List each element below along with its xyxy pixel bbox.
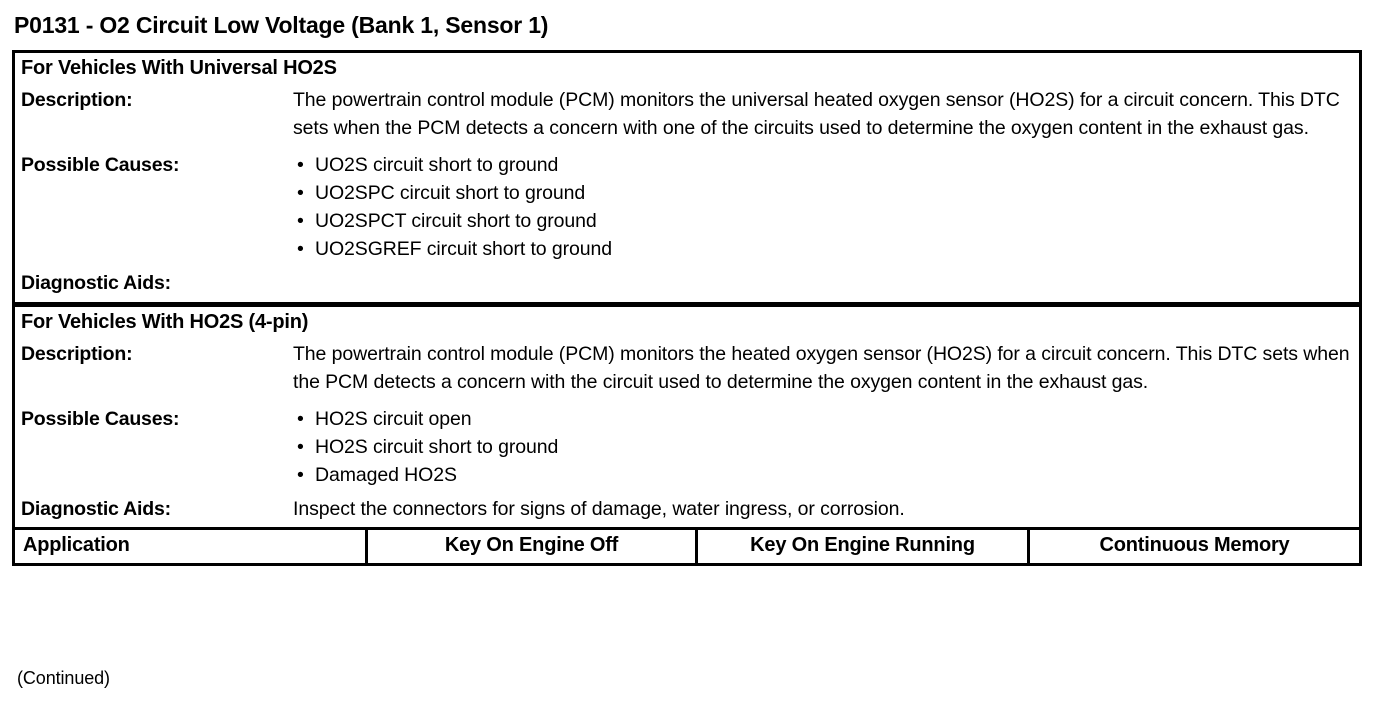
column-header-key-on-engine-off: Key On Engine Off — [365, 530, 695, 564]
bullet-icon: • — [297, 463, 304, 486]
possible-causes-list: • HO2S circuit open • HO2S circuit short… — [293, 405, 1351, 489]
list-item-label: UO2SGREF circuit short to ground — [315, 238, 612, 261]
column-header-key-on-engine-running: Key On Engine Running — [695, 530, 1027, 564]
section-ho2s-4pin: For Vehicles With HO2S (4-pin) Descripti… — [15, 301, 1359, 527]
possible-causes-content: • HO2S circuit open • HO2S circuit short… — [293, 405, 1359, 489]
diagnostic-aids-content: Inspect the connectors for signs of dama… — [293, 495, 1359, 523]
dtc-information-table: For Vehicles With Universal HO2S Descrip… — [12, 50, 1362, 567]
list-item: • HO2S circuit open — [293, 405, 1351, 433]
diagnostic-aids-label: Diagnostic Aids: — [21, 497, 171, 520]
description-label: Description: — [21, 89, 133, 111]
possible-causes-content: • UO2S circuit short to ground • UO2SPC … — [293, 151, 1359, 263]
section-heading: For Vehicles With HO2S (4-pin) — [21, 310, 309, 333]
column-header-application: Application — [23, 534, 130, 557]
possible-causes-label: Possible Causes: — [21, 154, 180, 177]
test-results-column-header: Application Key On Engine Off Key On Eng… — [15, 527, 1359, 564]
bullet-icon: • — [297, 182, 304, 205]
list-item: • UO2SGREF circuit short to ground — [293, 235, 1351, 263]
diagnostic-aids-label: Diagnostic Aids: — [21, 272, 171, 295]
section-heading: For Vehicles With Universal HO2S — [21, 57, 337, 79]
possible-causes-list: • UO2S circuit short to ground • UO2SPC … — [293, 151, 1351, 263]
continued-footer-note: (Continued) — [17, 668, 110, 688]
description-text: The powertrain control module (PCM) moni… — [293, 89, 1340, 140]
possible-causes-row: Possible Causes: • HO2S circuit open • H… — [15, 398, 1359, 491]
list-item: • HO2S circuit short to ground — [293, 433, 1351, 461]
list-item-label: UO2SPCT circuit short to ground — [315, 210, 597, 233]
bullet-icon: • — [297, 407, 304, 430]
description-content: The powertrain control module (PCM) moni… — [293, 86, 1359, 142]
bullet-icon: • — [297, 154, 304, 177]
list-item-label: HO2S circuit open — [315, 407, 472, 430]
bullet-icon: • — [297, 210, 304, 233]
description-label: Description: — [21, 342, 133, 365]
section-universal-ho2s: For Vehicles With Universal HO2S Descrip… — [15, 53, 1359, 302]
diagnostic-aids-row: Diagnostic Aids: Inspect the connectors … — [15, 491, 1359, 527]
possible-causes-label: Possible Causes: — [21, 407, 180, 430]
list-item-label: HO2S circuit short to ground — [315, 435, 559, 458]
column-header-continuous-memory: Continuous Memory — [1027, 530, 1359, 564]
possible-causes-row: Possible Causes: • UO2S circuit short to… — [15, 144, 1359, 265]
list-item-label: UO2S circuit short to ground — [315, 154, 559, 177]
bullet-icon: • — [297, 238, 304, 261]
list-item: • Damaged HO2S — [293, 461, 1351, 489]
list-item: • UO2S circuit short to ground — [293, 151, 1351, 179]
list-item: • UO2SPCT circuit short to ground — [293, 207, 1351, 235]
list-item: • UO2SPC circuit short to ground — [293, 179, 1351, 207]
description-content: The powertrain control module (PCM) moni… — [293, 340, 1359, 396]
description-text: The powertrain control module (PCM) moni… — [293, 342, 1350, 393]
bullet-icon: • — [297, 435, 304, 458]
diagnostic-aids-text: Inspect the connectors for signs of dama… — [293, 497, 905, 520]
list-item-label: UO2SPC circuit short to ground — [315, 182, 586, 205]
diagnostic-aids-row: Diagnostic Aids: — [15, 265, 1359, 301]
description-row: Description: The powertrain control modu… — [15, 86, 1359, 144]
list-item-label: Damaged HO2S — [315, 463, 457, 486]
description-row: Description: The powertrain control modu… — [15, 340, 1359, 398]
page-title: P0131 - O2 Circuit Low Voltage (Bank 1, … — [14, 12, 549, 38]
